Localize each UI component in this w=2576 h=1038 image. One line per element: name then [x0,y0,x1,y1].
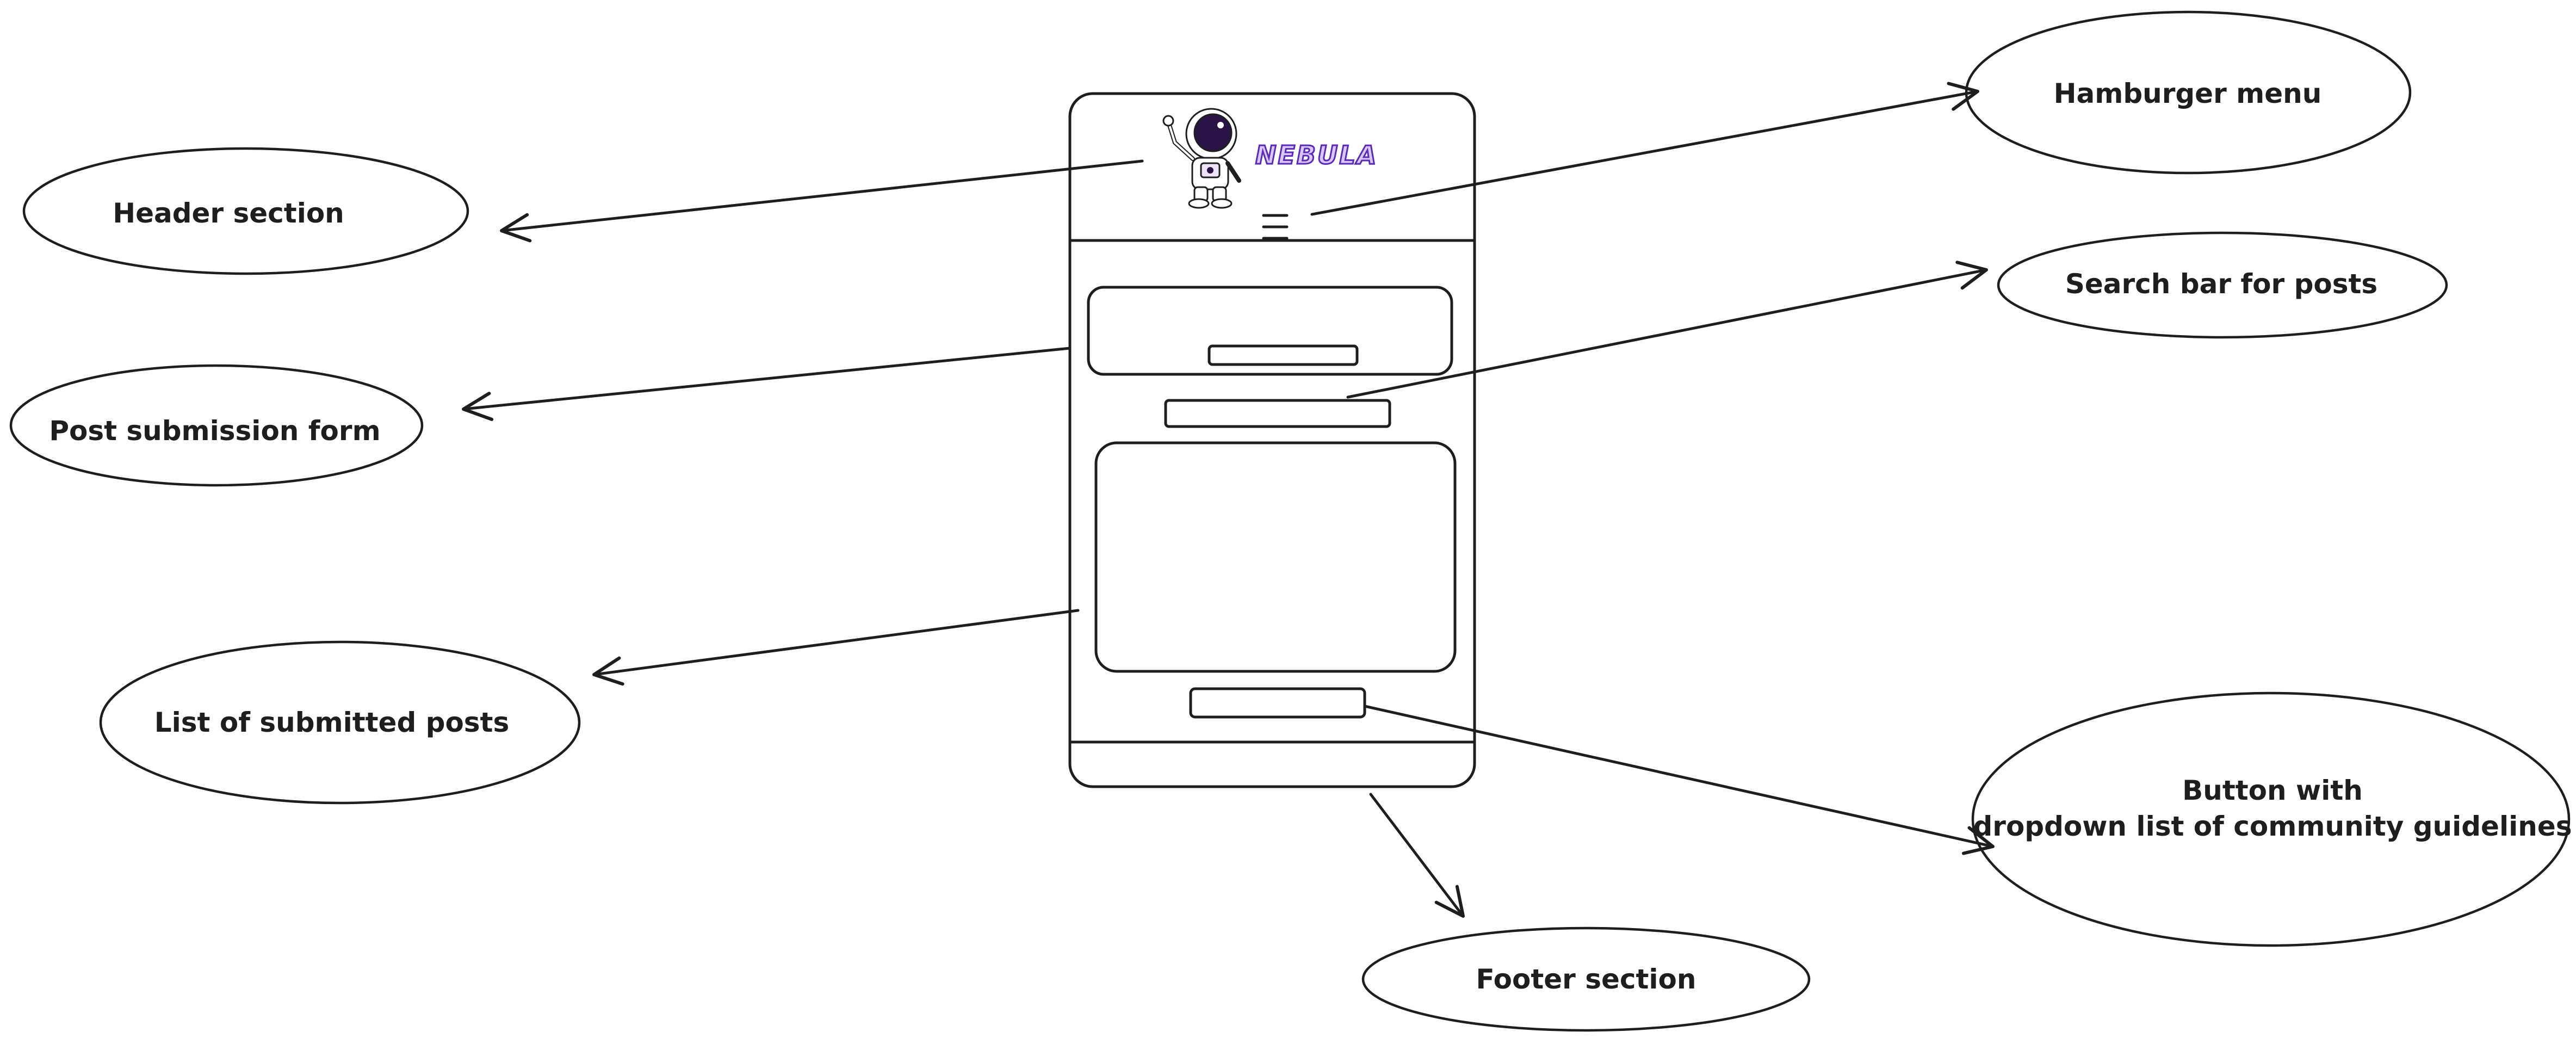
guidelines-button[interactable] [1189,687,1366,719]
post-form-arrow [462,347,1072,421]
phone-frame [1068,92,1476,788]
guidelines-ellipse [1971,691,2571,947]
header-ellipse [22,147,469,275]
label-post-submission-form: Post submission form [49,415,381,447]
astronaut-logo-icon [1162,108,1241,209]
label-search-bar: Search bar for posts [2065,268,2378,300]
label-footer-section: Footer section [1476,963,1696,995]
brand-name: NEBULA [1254,140,1378,171]
post-form-ellipse [9,364,424,487]
guidelines-arrow [1363,705,1995,855]
search-arrow [1346,261,1988,399]
post-form-submit-button[interactable] [1208,344,1359,366]
search-bar[interactable] [1164,399,1391,428]
label-guidelines-line2: dropdown list of community guidelines [1973,811,2572,842]
label-hamburger-menu: Hamburger menu [2053,78,2322,109]
label-guidelines-line1: Button with [2182,775,2363,806]
hamburger-icon[interactable] [1262,214,1289,240]
posts-list-arrow [592,609,1080,686]
header-arrow [500,159,1144,243]
posts-list-ellipse [99,640,581,805]
search-ellipse [1997,231,2448,339]
hamburger-arrow [1310,82,1979,216]
label-posts-list: List of submitted posts [154,707,510,738]
posts-list-box [1094,441,1457,673]
label-header-section: Header section [113,197,344,229]
footer-arrow [1369,793,1465,918]
label-guidelines-button: Button with dropdown list of community g… [1973,773,2572,844]
footer-ellipse [1361,926,1811,1032]
post-form-box[interactable] [1087,286,1453,376]
